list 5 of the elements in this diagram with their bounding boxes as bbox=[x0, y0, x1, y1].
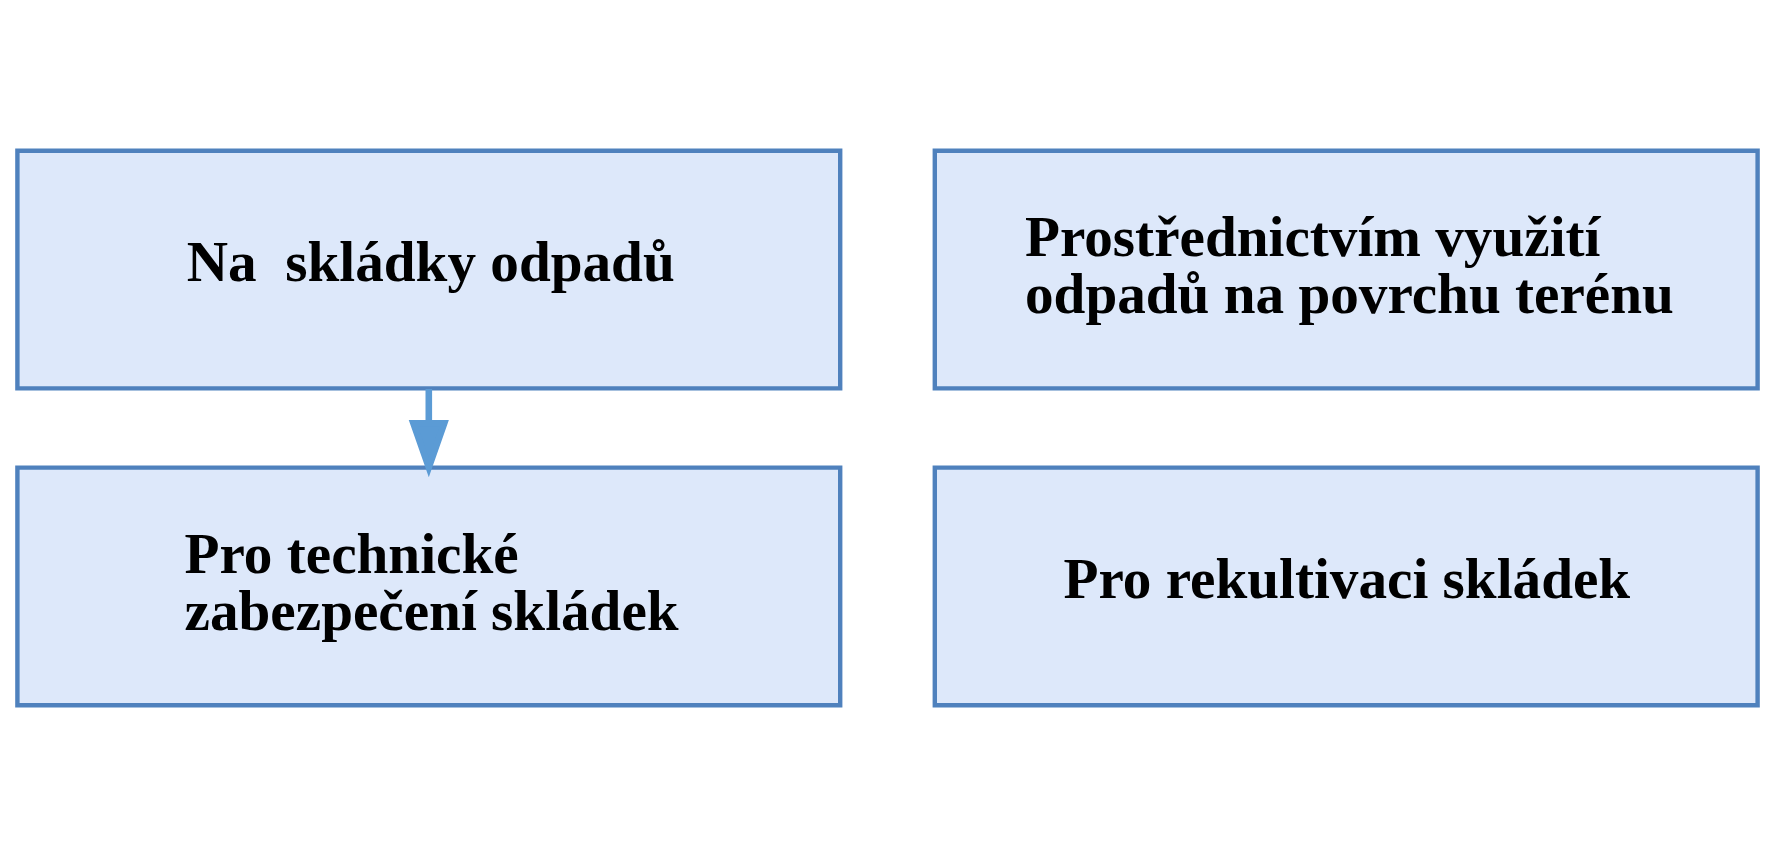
arrow bbox=[408, 388, 449, 477]
node-box: Pro technické zabezpečení skládek bbox=[15, 464, 843, 707]
node-box: Pro rekultivaci skládek bbox=[932, 464, 1760, 707]
node-box: Prostřednictvím využití odpadů na povrchu terénu bbox=[932, 148, 1760, 391]
node-box: Na skládky odpadů bbox=[15, 148, 843, 391]
